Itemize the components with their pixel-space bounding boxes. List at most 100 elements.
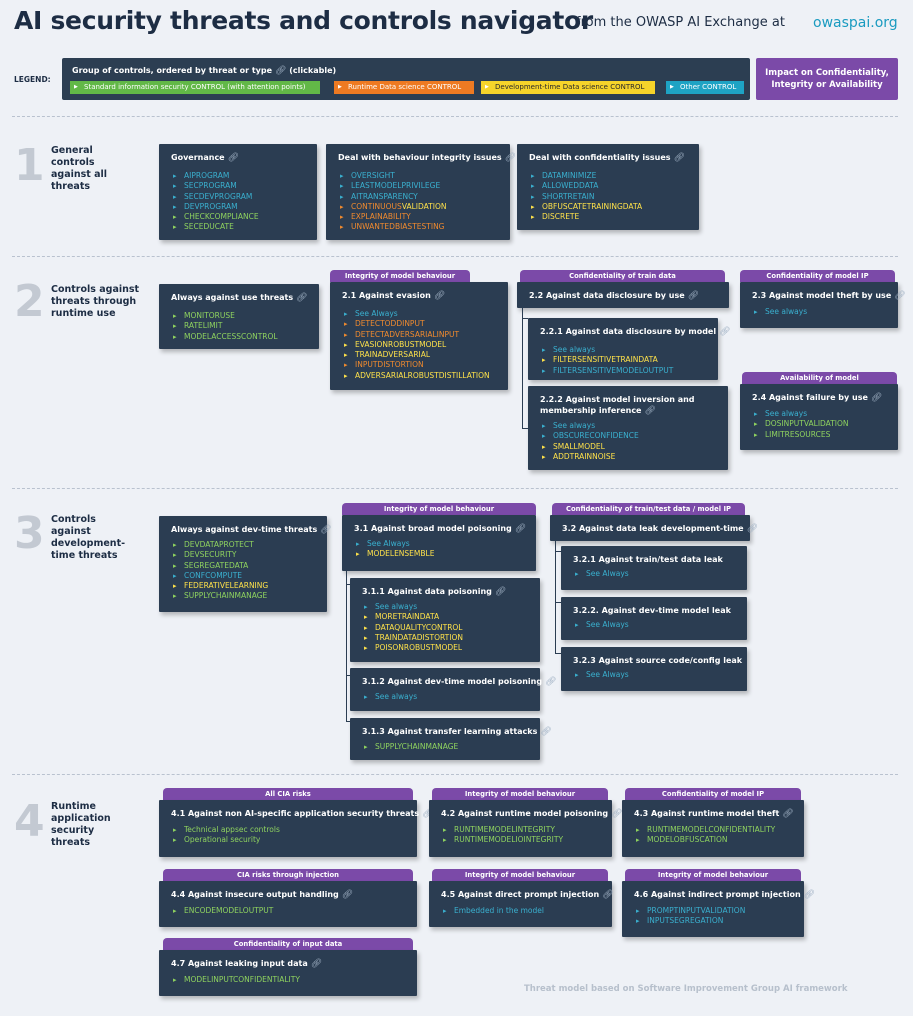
link-icon: 🔗︎ [611, 809, 623, 819]
control-item[interactable]: See always [362, 692, 530, 703]
control-item[interactable]: See always [752, 409, 888, 420]
control-group-indirect-injection[interactable]: 4.6 Against indirect prompt injection🔗︎ … [622, 881, 815, 937]
control-item[interactable]: AITRANSPARENCY [338, 192, 500, 203]
control-item[interactable]: FILTERSENSITIVEMODELOUTPUT [540, 366, 708, 377]
control-item[interactable]: SECDEVPROGRAM [171, 192, 307, 203]
control-item[interactable]: SEGREGATEDATA [171, 561, 317, 572]
control-item[interactable]: Operational security [171, 835, 407, 846]
control-item[interactable]: See Always [573, 569, 737, 580]
control-item[interactable]: Technical appsec controls [171, 825, 407, 836]
control-item[interactable]: See always [540, 345, 708, 356]
control-item[interactable]: OVERSIGHT [338, 171, 500, 182]
group-title-text: 3.2.3 Against source code/config leak [573, 656, 743, 665]
control-item[interactable]: OBFUSCATETRAININGDATA [529, 202, 689, 213]
control-item[interactable]: See Always [342, 309, 498, 320]
control-group-data-disclosure[interactable]: 2.2 Against data disclosure by use🔗︎ [517, 282, 729, 308]
group-title-text: 2.1 Against evasion [342, 291, 431, 300]
control-item[interactable]: SECPROGRAM [171, 181, 307, 192]
control-item[interactable]: DEVSECURITY [171, 550, 317, 561]
control-item[interactable]: FEDERATIVELEARNING [171, 581, 317, 592]
divider [12, 116, 898, 117]
control-group-broad-poisoning[interactable]: 3.1 Against broad model poisoning🔗︎ See … [342, 515, 536, 571]
control-item[interactable]: TRAINDATADISTORTION [362, 633, 530, 644]
control-item[interactable]: DEVDATAPROTECT [171, 540, 317, 551]
control-item[interactable]: DETECTADVERSARIALINPUT [342, 330, 498, 341]
control-item[interactable]: ADDTRAINNOISE [540, 452, 718, 463]
control-item[interactable]: LIMITRESOURCES [752, 430, 888, 441]
control-item[interactable]: See always [752, 307, 888, 318]
control-item[interactable]: DETECTODDINPUT [342, 319, 498, 330]
control-group-runtime-theft[interactable]: 4.3 Against runtime model theft🔗︎ RUNTIM… [622, 800, 804, 857]
control-item[interactable]: SUPPLYCHAINMANAGE [362, 742, 530, 753]
control-item[interactable]: CONTINUOUSVALIDATION [338, 202, 500, 213]
control-group-devtime-model-leak[interactable]: 3.2.2. Against dev-time model leak See A… [561, 597, 747, 640]
control-item[interactable]: AIPROGRAM [171, 171, 307, 182]
control-item[interactable]: ENCODEMODELOUTPUT [171, 906, 407, 917]
control-item[interactable]: OBSCURECONFIDENCE [540, 431, 718, 442]
control-item[interactable]: DEVPROGRAM [171, 202, 307, 213]
control-item[interactable]: MORETRAINDATA [362, 612, 530, 623]
control-item[interactable]: See always [362, 602, 530, 613]
control-group-failure[interactable]: 2.4 Against failure by use🔗︎ See always … [740, 384, 898, 450]
control-item[interactable]: MONITORUSE [171, 311, 309, 322]
control-group-direct-injection[interactable]: 4.5 Against direct prompt injection🔗︎ Em… [429, 881, 614, 927]
control-group-non-ai-appsec[interactable]: 4.1 Against non AI-specific application … [159, 800, 434, 857]
control-group-always-use[interactable]: Always against use threats🔗︎ MONITORUSE … [159, 284, 319, 349]
control-group-model-theft[interactable]: 2.3 Against model theft by use🔗︎ See alw… [740, 282, 906, 328]
control-group-devtime-poisoning[interactable]: 3.1.2 Against dev-time model poisoning🔗︎… [350, 668, 557, 711]
control-item[interactable]: INPUTSEGREGATION [634, 916, 794, 927]
group-title: 3.2 Against data leak development-time🔗︎ [562, 523, 758, 535]
control-group-data-leak[interactable]: 3.2 Against data leak development-time🔗︎ [550, 515, 758, 541]
control-group-behaviour-integrity[interactable]: Deal with behaviour integrity issues🔗︎ O… [326, 144, 516, 240]
control-item[interactable]: MODELOBFUSCATION [634, 835, 794, 846]
impact-header: Availability of model [742, 372, 897, 384]
control-item[interactable]: EXPLAINABILITY [338, 212, 500, 223]
control-item[interactable]: DATAMINIMIZE [529, 171, 689, 182]
control-group-data-poisoning[interactable]: 3.1.1 Against data poisoning🔗︎ See alway… [350, 578, 540, 662]
control-group-always-devtime[interactable]: Always against dev-time threats🔗︎ DEVDAT… [159, 516, 332, 612]
control-item[interactable]: See always [540, 421, 718, 432]
control-item[interactable]: MODELINPUTCONFIDENTIALITY [171, 975, 407, 986]
control-item[interactable]: PROMPTINPUTVALIDATION [634, 906, 794, 917]
control-item[interactable]: ADVERSARIALROBUSTDISTILLATION [342, 371, 498, 382]
control-item[interactable]: FILTERSENSITIVETRAINDATA [540, 355, 708, 366]
control-item[interactable]: UNWANTEDBIASTESTING [338, 222, 500, 233]
control-item[interactable]: SMALLMODEL [540, 442, 718, 453]
control-item[interactable]: SUPPLYCHAINMANAGE [171, 591, 317, 602]
control-item[interactable]: ALLOWEDDATA [529, 181, 689, 192]
control-group-runtime-poisoning[interactable]: 4.2 Against runtime model poisoning🔗︎ RU… [429, 800, 623, 857]
control-item[interactable]: LEASTMODELPRIVILEGE [338, 181, 500, 192]
control-item[interactable]: DATAQUALITYCONTROL [362, 623, 530, 634]
control-group-leaking-input[interactable]: 4.7 Against leaking input data🔗︎ MODELIN… [159, 950, 417, 996]
control-item[interactable]: INPUTDISTORTION [342, 360, 498, 371]
control-group-train-test-leak[interactable]: 3.2.1 Against train/test data leak See A… [561, 546, 747, 590]
site-link[interactable]: owaspai.org [813, 15, 898, 31]
control-item[interactable]: EVASIONROBUSTMODEL [342, 340, 498, 351]
control-group-disclosure-by-model[interactable]: 2.2.1 Against data disclosure by model🔗︎… [528, 318, 731, 380]
control-item[interactable]: RATELIMIT [171, 321, 309, 332]
control-item[interactable]: SHORTRETAIN [529, 192, 689, 203]
control-item[interactable]: See Always [573, 670, 737, 681]
control-group-output-handling[interactable]: 4.4 Against insecure output handling🔗︎ E… [159, 881, 417, 927]
control-item[interactable]: CHECKCOMPLIANCE [171, 212, 307, 223]
control-item[interactable]: DOSINPUTVALIDATION [752, 419, 888, 430]
control-item[interactable]: MODELENSEMBLE [354, 549, 526, 560]
control-group-governance[interactable]: Governance🔗︎ AIPROGRAM SECPROGRAM SECDEV… [159, 144, 317, 240]
control-item[interactable]: RUNTIMEMODELCONFIDENTIALITY [634, 825, 794, 836]
control-group-source-leak[interactable]: 3.2.3 Against source code/config leak Se… [561, 647, 747, 691]
control-group-evasion[interactable]: 2.1 Against evasion🔗︎ See Always DETECTO… [330, 282, 508, 390]
control-item[interactable]: DISCRETE [529, 212, 689, 223]
control-group-transfer-learning[interactable]: 3.1.3 Against transfer learning attacks🔗… [350, 718, 552, 760]
control-item[interactable]: POISONROBUSTMODEL [362, 643, 530, 654]
control-item[interactable]: Embedded in the model [441, 906, 602, 917]
control-item[interactable]: CONFCOMPUTE [171, 571, 317, 582]
control-group-model-inversion[interactable]: 2.2.2 Against model inversion and member… [528, 386, 728, 470]
control-item[interactable]: See Always [573, 620, 737, 631]
control-item[interactable]: MODELACCESSCONTROL [171, 332, 309, 343]
control-item[interactable]: See Always [354, 539, 526, 550]
control-item[interactable]: TRAINADVERSARIAL [342, 350, 498, 361]
control-item[interactable]: RUNTIMEMODELINTEGRITY [441, 825, 602, 836]
control-item[interactable]: RUNTIMEMODELIOINTEGRITY [441, 835, 602, 846]
control-group-confidentiality[interactable]: Deal with confidentiality issues🔗︎ DATAM… [517, 144, 699, 230]
control-item[interactable]: SECEDUCATE [171, 222, 307, 233]
